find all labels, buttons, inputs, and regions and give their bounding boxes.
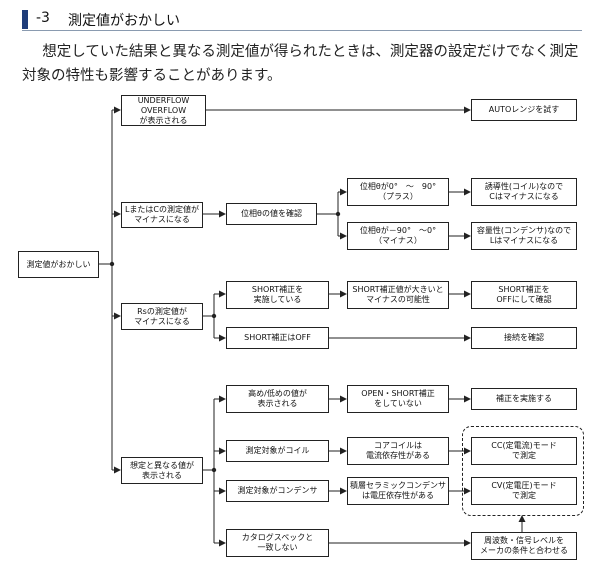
node-auto-range: AUTOレンジを試す [471, 99, 577, 121]
node-cc-mode: CC(定電流)モード で測定 [471, 437, 577, 465]
node-capacitive: 容量性(コンデンサ)なので Lはマイナスになる [471, 222, 577, 250]
node-target-cap: 測定対象がコンデンサ [226, 480, 329, 502]
section-marker [22, 10, 28, 29]
node-check-connection: 接続を確認 [471, 327, 577, 349]
section-number: -3 [36, 10, 50, 26]
node-do-correction: 補正を実施する [471, 388, 577, 410]
node-short-error: SHORT補正値が大きいと マイナスの可能性 [347, 281, 449, 309]
node-target-coil: 測定対象がコイル [226, 440, 329, 462]
section-title: 測定値がおかしい [68, 13, 180, 29]
section-header: -3 測定値がおかしい [22, 4, 582, 31]
node-freq-signal: 周波数・信号レベルを メーカの条件と合わせる [471, 532, 577, 560]
node-mlcc: 積層セラミックコンデンサ は電圧依存性がある [347, 477, 449, 505]
node-short-on: SHORT補正を 実施している [226, 281, 329, 309]
node-short-off: SHORT補正はOFF [226, 327, 329, 349]
node-catalog: カタログスペックと 一致しない [226, 529, 329, 557]
node-core-coil: コアコイルは 電流依存性がある [347, 437, 449, 465]
node-no-open-short: OPEN・SHORT補正 をしていない [347, 385, 449, 413]
node-short-off-check: SHORT補正を OFFにして確認 [471, 281, 577, 309]
node-l-or-c-minus: LまたはCの測定値が マイナスになる [121, 202, 203, 228]
node-check-phase: 位相θの値を確認 [226, 203, 317, 225]
cc-cv-mode-group [462, 426, 584, 516]
node-phase-plus: 位相θが0° ～ 90° （プラス） [347, 178, 449, 206]
node-root: 測定値がおかしい [18, 251, 99, 278]
node-rs-minus: Rsの測定値が マイナスになる [121, 303, 203, 330]
node-inductive: 誘導性(コイル)なので Cはマイナスになる [471, 178, 577, 206]
node-phase-minus: 位相θが－90° ～0° （マイナス） [347, 222, 449, 250]
intro-paragraph: 想定していた結果と異なる測定値が得られたときは、測定器の設定だけでなく測定対象の… [22, 44, 579, 84]
node-unexpected: 想定と異なる値が 表示される [121, 457, 203, 484]
node-high-low: 高め/低めの値が 表示される [226, 385, 329, 413]
node-underflow: UNDERFLOW OVERFLOW が表示される [121, 95, 206, 126]
node-cv-mode: CV(定電圧)モード で測定 [471, 477, 577, 505]
